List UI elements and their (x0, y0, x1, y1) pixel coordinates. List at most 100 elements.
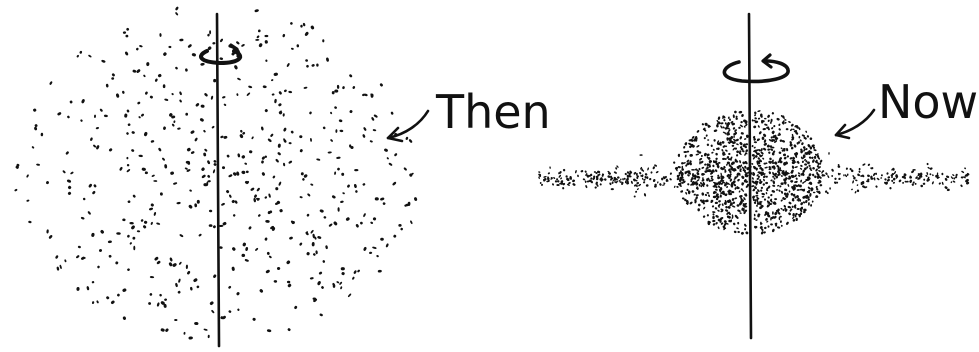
particle (738, 126, 741, 129)
particle (414, 197, 418, 202)
particle (334, 89, 338, 92)
particle (757, 110, 761, 112)
particle (94, 115, 96, 118)
particle (316, 64, 318, 67)
particle (226, 154, 230, 158)
particle (744, 228, 746, 231)
particle (164, 298, 167, 301)
particle (129, 242, 132, 245)
particle (173, 120, 176, 123)
particle (274, 99, 277, 104)
particle (845, 167, 848, 170)
particle (339, 119, 343, 122)
particle (565, 175, 567, 177)
particle (179, 234, 184, 238)
particle (157, 73, 162, 77)
particle (142, 225, 146, 229)
particle (279, 209, 283, 213)
particle (69, 100, 73, 104)
particle (240, 129, 243, 132)
particle (310, 229, 314, 234)
particle (179, 39, 183, 42)
particle (237, 77, 241, 80)
particle (394, 153, 398, 157)
particle (705, 134, 708, 137)
particle (793, 144, 797, 148)
particle (241, 44, 245, 48)
particle (556, 184, 559, 186)
particle (778, 123, 781, 126)
particle (380, 197, 385, 201)
particle (792, 213, 795, 217)
particle (207, 160, 211, 165)
particle (222, 166, 226, 169)
particle (265, 220, 270, 223)
particle (944, 177, 948, 181)
particle (791, 180, 793, 182)
particle (138, 116, 141, 119)
particle (577, 174, 579, 177)
particle (124, 113, 128, 118)
particle (763, 198, 766, 201)
particle (264, 196, 267, 199)
particle (733, 135, 735, 138)
particle (646, 176, 648, 179)
particle (163, 126, 166, 130)
particle (814, 156, 817, 159)
particle (763, 139, 766, 143)
particle (829, 187, 831, 190)
particle (725, 122, 727, 124)
particle (337, 85, 340, 89)
particle (785, 221, 789, 225)
particle (97, 265, 101, 269)
particle (116, 293, 120, 297)
particle (299, 149, 303, 153)
particle (808, 202, 810, 206)
particle (720, 122, 724, 125)
particle (701, 166, 704, 169)
particle (229, 194, 233, 198)
particle (712, 216, 715, 219)
particle (767, 196, 769, 198)
particle (287, 328, 291, 332)
particle (267, 329, 272, 333)
particle (691, 169, 695, 171)
particle (695, 194, 698, 196)
particle (364, 93, 368, 96)
particle (126, 169, 130, 173)
particle (188, 204, 193, 209)
particle (698, 168, 700, 171)
particle (200, 104, 204, 108)
particle (288, 142, 291, 144)
particle (80, 256, 85, 260)
particle (305, 59, 308, 62)
particle (669, 172, 672, 175)
particle (604, 178, 607, 181)
particle (185, 68, 188, 72)
particle (242, 242, 246, 247)
particle (231, 247, 236, 252)
particle (718, 200, 721, 203)
particle (28, 220, 32, 223)
particle (57, 112, 62, 116)
particle (302, 178, 306, 182)
particle (90, 137, 93, 141)
particle (599, 183, 602, 186)
particle (776, 117, 780, 121)
particle (543, 176, 547, 178)
particle (733, 114, 735, 118)
particle (319, 209, 324, 213)
particle (310, 138, 312, 142)
particle (237, 153, 240, 157)
particle (200, 63, 205, 67)
particle (717, 226, 720, 229)
particle (808, 164, 811, 167)
particle (874, 177, 876, 180)
particle (764, 166, 768, 168)
particle (126, 109, 129, 113)
particle (834, 177, 837, 180)
particle (778, 128, 781, 131)
particle (370, 221, 373, 224)
particle (637, 188, 640, 191)
particle (706, 192, 709, 194)
